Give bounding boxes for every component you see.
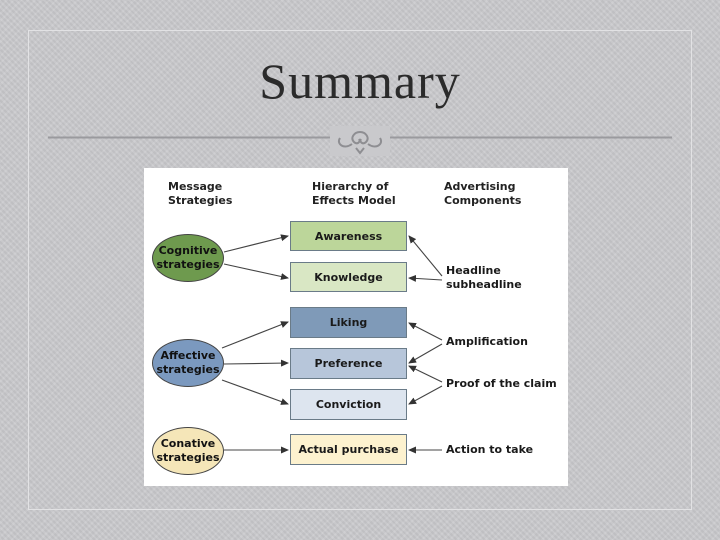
slide-frame	[28, 30, 692, 510]
component-label: subheadline	[446, 278, 522, 291]
strategy-label: strategies	[156, 451, 220, 464]
arrow-layer	[221, 234, 443, 454]
slide-title: Summary	[259, 53, 461, 109]
header-line: Message	[168, 180, 223, 193]
component-headline: Headline subheadline	[446, 264, 522, 292]
header-hierarchy-model: Hierarchy of Effects Model	[312, 180, 396, 208]
strategy-affective: Affective strategies	[152, 339, 224, 387]
header-line: Components	[444, 194, 522, 207]
strategy-label: Cognitive	[158, 244, 218, 257]
stage-liking: Liking	[290, 307, 407, 338]
strategy-label: strategies	[156, 363, 220, 376]
strategy-label: Conative	[160, 437, 216, 450]
stage-preference: Preference	[290, 348, 407, 379]
component-arrows	[408, 235, 443, 454]
strategy-arrows	[221, 234, 289, 454]
component-proof-of-claim: Proof of the claim	[446, 377, 557, 390]
component-amplification: Amplification	[446, 335, 528, 348]
component-label: Headline	[446, 264, 501, 277]
header-line: Strategies	[168, 194, 233, 207]
strategy-label: strategies	[156, 258, 220, 271]
flourish-ornament-icon	[330, 126, 390, 156]
effects-model-figure: Message Strategies Hierarchy of Effects …	[144, 168, 568, 486]
stage-knowledge: Knowledge	[290, 262, 407, 292]
component-action-to-take: Action to take	[446, 443, 534, 456]
header-message-strategies: Message Strategies	[168, 180, 232, 208]
strategy-cognitive: Cognitive strategies	[152, 234, 224, 282]
strategy-conative: Conative strategies	[152, 427, 224, 475]
header-line: Advertising	[444, 180, 516, 193]
strategy-label: Affective	[160, 349, 216, 362]
header-line: Effects Model	[312, 194, 396, 207]
stage-conviction: Conviction	[290, 389, 407, 420]
stage-awareness: Awareness	[290, 221, 407, 251]
stage-actual-purchase: Actual purchase	[290, 434, 407, 465]
header-advertising-components: Advertising Components	[444, 180, 521, 208]
header-line: Hierarchy of	[312, 180, 389, 193]
